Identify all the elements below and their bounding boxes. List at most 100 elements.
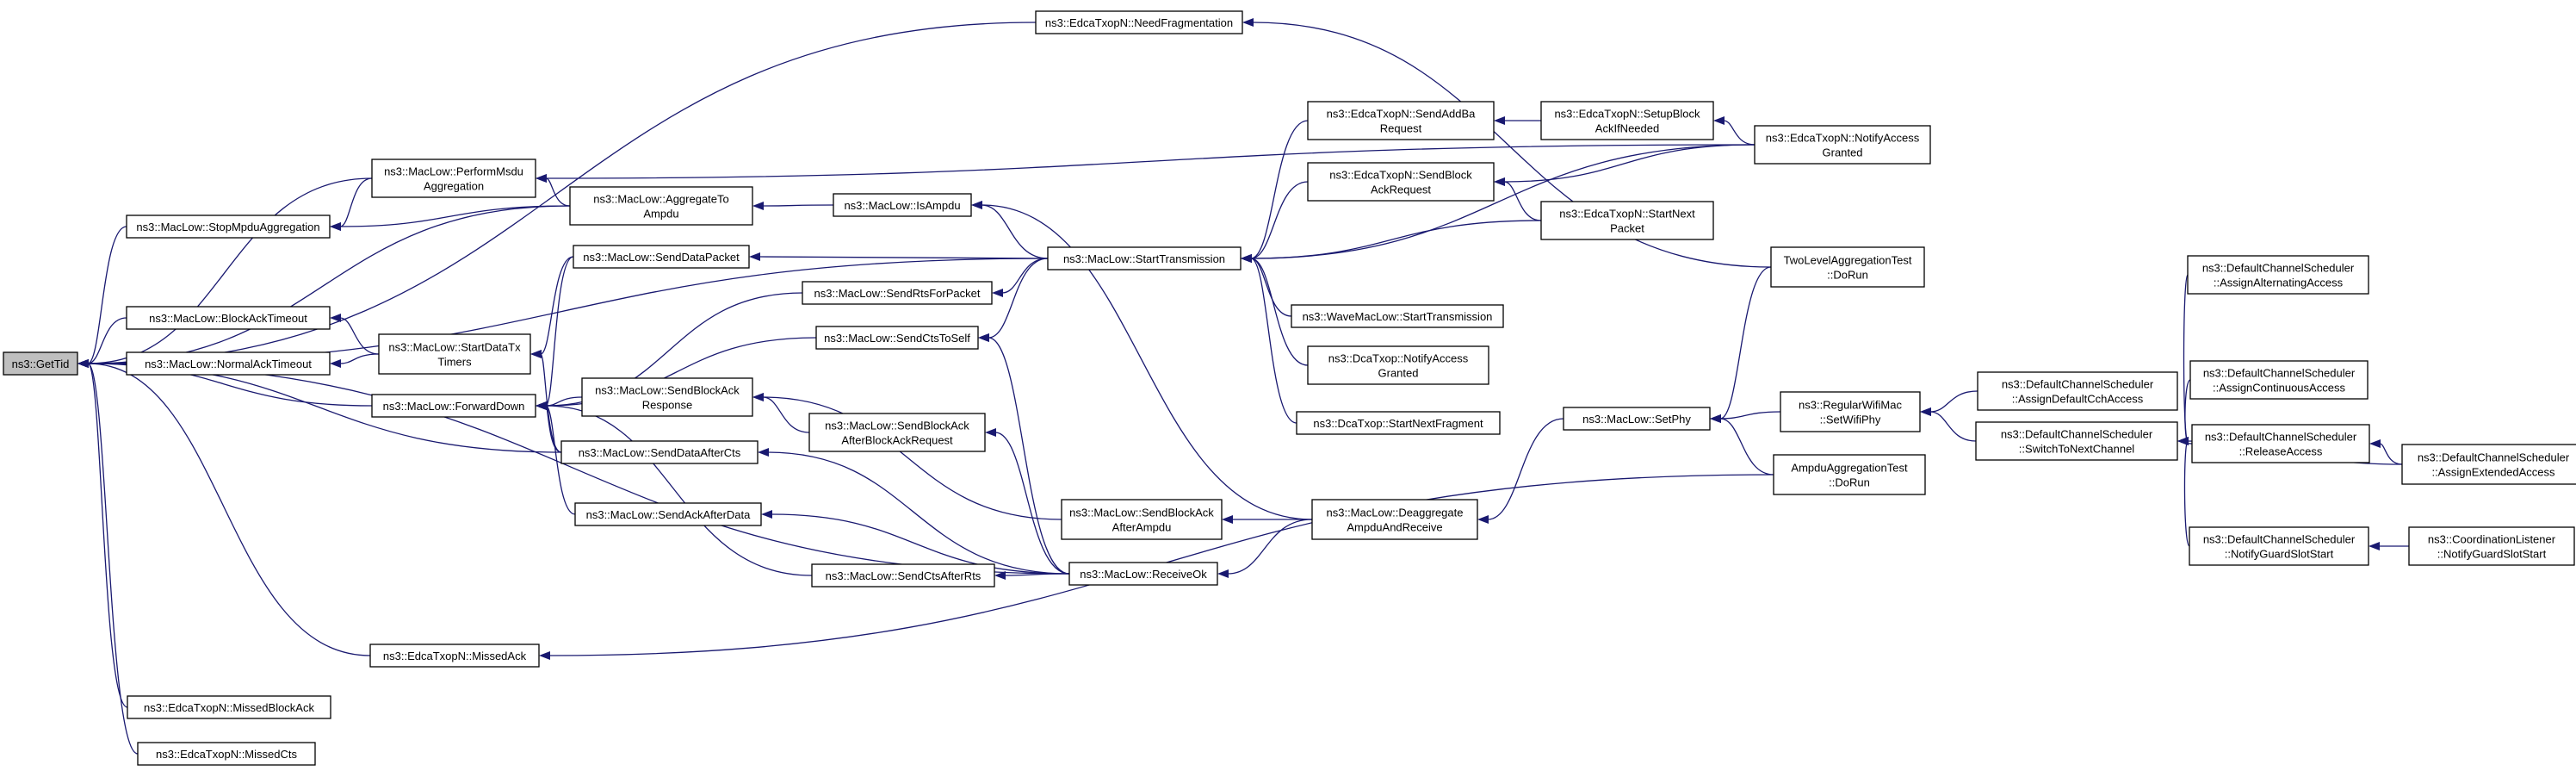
node-stopmpdu[interactable]: ns3::MacLow::StopMpduAggregation [126, 215, 331, 239]
edge-sendaddba-to-starttrans [1241, 120, 1309, 263]
node-wavestarttrans[interactable]: ns3::WaveMacLow::StartTransmission [1291, 304, 1504, 328]
edge-switchtonext-to-regularwifimac [1920, 407, 1977, 442]
node-box [2191, 424, 2370, 463]
node-label: AfterBlockAckRequest [841, 434, 953, 447]
node-blockacktimeout[interactable]: ns3::MacLow::BlockAckTimeout [126, 306, 331, 330]
node-label: Packet [1610, 222, 1644, 235]
node-label: ns3::MacLow::StartDataTx [388, 341, 521, 354]
node-dcastartnext[interactable]: ns3::DcaTxop::StartNextFragment [1296, 411, 1501, 435]
node-receiveok[interactable]: ns3::MacLow::ReceiveOk [1068, 562, 1218, 586]
edge-deaggregate-to-receiveok [1217, 519, 1313, 578]
node-label: ns3::MacLow::SendBlockAck [1069, 507, 1214, 519]
node-ampduaggtest[interactable]: AmpduAggregationTest::DoRun [1773, 454, 1926, 495]
node-starttrans[interactable]: ns3::MacLow::StartTransmission [1047, 246, 1242, 270]
node-label: AckRequest [1371, 183, 1431, 196]
node-senddatapacket[interactable]: ns3::MacLow::SendDataPacket [573, 245, 750, 269]
node-sendackafterdata[interactable]: ns3::MacLow::SendAckAfterData [574, 502, 762, 526]
node-label: Granted [1378, 367, 1419, 380]
node-label: ns3::MacLow::Deaggregate [1327, 507, 1464, 519]
node-assignalternating[interactable]: ns3::DefaultChannelScheduler::AssignAlte… [2187, 255, 2369, 295]
arrowhead [1494, 177, 1505, 186]
node-assigndefaultcch[interactable]: ns3::DefaultChannelScheduler::AssignDefa… [1977, 371, 2178, 411]
node-releaseaccess[interactable]: ns3::DefaultChannelScheduler::ReleaseAcc… [2191, 424, 2370, 463]
node-notifyguardslot[interactable]: ns3::DefaultChannelScheduler::NotifyGuar… [2189, 526, 2369, 566]
node-isampdu[interactable]: ns3::MacLow::IsAmpdu [833, 193, 972, 217]
node-label: ns3::MacLow::StartTransmission [1063, 252, 1225, 265]
node-gettid[interactable]: ns3::GetTid [3, 351, 78, 376]
arrowhead [1477, 515, 1489, 524]
node-senddataafterdts[interactable]: ns3::MacLow::SendDataAfterCts [560, 440, 759, 464]
edge-aggrtoampdu-to-stopmpdu [330, 205, 571, 231]
node-missedblockack[interactable]: ns3::EdcaTxopN::MissedBlockAck [127, 695, 331, 719]
arrowhead [1713, 116, 1725, 125]
node-box [1307, 101, 1495, 140]
node-twolevel[interactable]: TwoLevelAggregationTest::DoRun [1770, 246, 1925, 288]
node-label: Ampdu [643, 208, 678, 221]
node-label: ns3::EdcaTxopN::MissedBlockAck [144, 701, 314, 714]
node-label: ns3::DefaultChannelScheduler [2202, 262, 2355, 275]
node-assignextended[interactable]: ns3::DefaultChannelScheduler::AssignExte… [2401, 444, 2576, 485]
node-sendctstoself[interactable]: ns3::MacLow::SendCtsToSelf [815, 326, 979, 350]
arrowhead [536, 401, 547, 410]
edge-startnextpacket-to-starttrans [1241, 220, 1542, 263]
node-box [126, 306, 331, 330]
node-label: AckIfNeeded [1595, 122, 1659, 135]
node-label: ns3::MacLow::SendCtsToSelf [824, 332, 970, 345]
node-setphy[interactable]: ns3::MacLow::SetPhy [1563, 407, 1711, 431]
node-label: ns3::EdcaTxopN::MissedCts [156, 748, 298, 761]
node-assigncontinuous[interactable]: ns3::DefaultChannelScheduler::AssignCont… [2189, 360, 2369, 400]
edge-notifyguardslot-to-switchtonext [2177, 437, 2190, 547]
node-switchtonext[interactable]: ns3::DefaultChannelScheduler::SwitchToNe… [1975, 421, 2178, 461]
node-missedack[interactable]: ns3::EdcaTxopN::MissedAck [369, 644, 540, 668]
node-needfrag[interactable]: ns3::EdcaTxopN::NeedFragmentation [1035, 10, 1243, 34]
edge-receiveok-to-senddataafterdts [758, 448, 1070, 575]
edge-coordlistener-to-notifyguardslot [2369, 542, 2409, 550]
node-box [802, 281, 993, 305]
node-label: ns3::CoordinationListener [2428, 533, 2556, 546]
node-forwarddown[interactable]: ns3::MacLow::ForwardDown [371, 394, 536, 418]
node-missedcts[interactable]: ns3::EdcaTxopN::MissedCts [137, 742, 316, 766]
arrowhead [971, 201, 982, 209]
node-box [2189, 360, 2369, 400]
node-label: ns3::MacLow::StopMpduAggregation [136, 221, 319, 233]
node-box [581, 377, 753, 417]
node-label: AfterAmpdu [1112, 521, 1172, 534]
node-regularwifimac[interactable]: ns3::RegularWifiMac::SetWifiPhy [1780, 391, 1921, 432]
node-normalacktimeout[interactable]: ns3::MacLow::NormalAckTimeout [126, 351, 331, 376]
node-label: ns3::GetTid [12, 358, 70, 370]
arrowhead [1494, 116, 1505, 125]
node-label: ns3::WaveMacLow::StartTransmission [1303, 310, 1493, 323]
node-box [1047, 246, 1242, 270]
arrowhead [994, 571, 1006, 580]
node-box [1540, 101, 1714, 140]
node-box [1540, 201, 1714, 240]
edges-layer [77, 18, 2409, 755]
arrowhead [2177, 437, 2189, 445]
arrowhead [2369, 439, 2381, 448]
arrowhead [330, 314, 341, 322]
node-box [1296, 411, 1501, 435]
node-sendblockackafterreq[interactable]: ns3::MacLow::SendBlockAckAfterBlockAckRe… [808, 413, 986, 452]
node-box [371, 159, 536, 198]
edge-stopmpdu-to-gettid [77, 226, 127, 368]
node-coordlistener[interactable]: ns3::CoordinationListener::NotifyGuardSl… [2408, 526, 2575, 566]
node-box [126, 351, 331, 376]
node-sendctsafterrts[interactable]: ns3::MacLow::SendCtsAfterRts [811, 563, 995, 588]
arrowhead [1242, 18, 1254, 27]
edge-notifyaccessgranted_edca-to-sendblockackreq [1494, 144, 1756, 186]
arrowhead [1222, 515, 1233, 524]
node-sendrtsforpacket[interactable]: ns3::MacLow::SendRtsForPacket [802, 281, 993, 305]
node-box [1311, 499, 1478, 540]
